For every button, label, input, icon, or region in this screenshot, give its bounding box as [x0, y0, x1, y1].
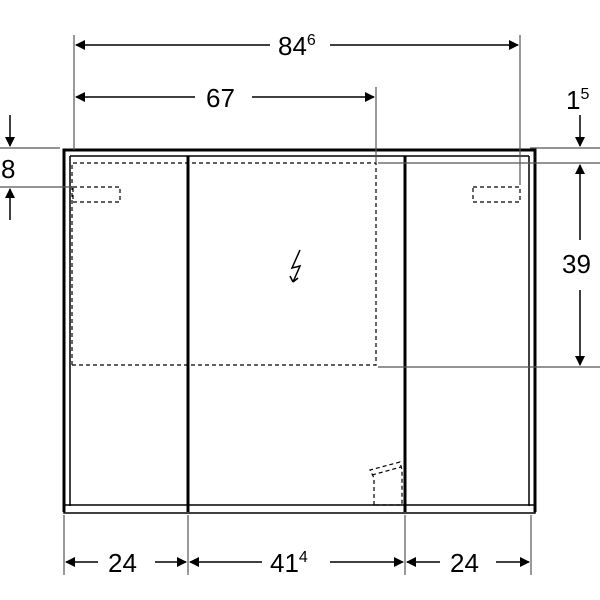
- dim-inner-width: 67: [206, 83, 235, 113]
- dim-center-door: 414: [270, 548, 308, 578]
- dim-top-offset: 15: [566, 85, 589, 115]
- handle-left: [72, 186, 121, 203]
- dim-handle-offset: 8: [1, 154, 15, 184]
- socket-outline: [369, 461, 403, 506]
- handle-right: [472, 186, 521, 203]
- inner-compartment: [71, 162, 521, 506]
- dim-inner-height: 39: [562, 249, 591, 279]
- lightning-bolt-icon: [289, 249, 302, 283]
- dim-right-door: 24: [450, 548, 479, 578]
- extension-lines: [0, 35, 600, 575]
- dim-left-door: 24: [108, 548, 137, 578]
- cabinet-outline: [62, 148, 537, 514]
- dim-overall-width: 846: [278, 31, 316, 61]
- dimension-lines: [4, 40, 585, 567]
